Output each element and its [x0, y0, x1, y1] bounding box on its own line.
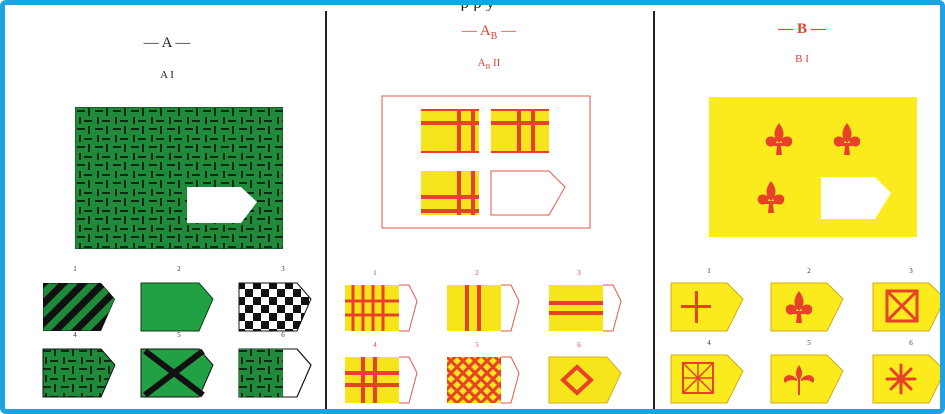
option-number: 5	[467, 341, 487, 349]
option-number: 4	[365, 341, 385, 349]
option-number: 2	[169, 265, 189, 273]
subtitle-text: II	[490, 57, 500, 69]
answer-option-asterisk[interactable]	[871, 353, 945, 405]
subtitle-text: A	[478, 57, 486, 69]
answer-option-diamond[interactable]	[547, 355, 623, 407]
option-number: 2	[467, 269, 487, 277]
answer-option-boxed-star[interactable]	[669, 353, 745, 405]
answer-option-fleur-de-lis[interactable]	[769, 281, 845, 333]
option-number: 3	[569, 269, 589, 277]
answer-option-horizontal-stripes[interactable]	[547, 283, 623, 335]
panel-a: — A — A I 1 2 3 4 5 6	[11, 11, 323, 413]
option-number: 4	[699, 339, 719, 347]
option-number: 5	[799, 339, 819, 347]
panel-ab: — AB — AB II 1 2 3 4 5 6	[331, 11, 647, 413]
panel-a-subtitle: A I	[11, 69, 323, 81]
panel-b-title: — B —	[659, 21, 945, 38]
answer-option-lily[interactable]	[769, 353, 845, 405]
answer-option-dash-pattern[interactable]	[41, 347, 117, 399]
panel-ab-title: — AB —	[331, 23, 647, 42]
option-number: 3	[901, 267, 921, 275]
panel-b-subtitle: B I	[659, 53, 945, 65]
panel-a-matrix	[75, 107, 283, 249]
option-number: 2	[799, 267, 819, 275]
option-number: 1	[365, 269, 385, 277]
answer-option-checkerboard[interactable]	[237, 281, 313, 333]
panel-divider	[325, 11, 327, 413]
answer-option-solid-green[interactable]	[139, 281, 215, 333]
answer-option-boxed-x[interactable]	[871, 281, 945, 333]
panel-ab-matrix	[381, 95, 591, 229]
panel-a-title: — A —	[11, 35, 323, 52]
answer-option-partial-pattern[interactable]	[237, 347, 313, 399]
answer-option-plus-sign[interactable]	[669, 281, 745, 333]
answer-option-diagonal-stripes[interactable]	[41, 281, 117, 333]
answer-option-lattice[interactable]	[445, 355, 521, 407]
option-number: 6	[901, 339, 921, 347]
answer-option-vertical-stripes[interactable]	[445, 283, 521, 335]
title-text: — A	[462, 23, 491, 39]
option-number: 3	[273, 265, 293, 273]
option-number: 1	[699, 267, 719, 275]
option-number: 1	[65, 265, 85, 273]
panel-ab-subtitle: AB II	[331, 57, 647, 71]
panel-divider	[653, 11, 655, 413]
answer-option-grid-lines[interactable]	[343, 283, 419, 335]
panel-b: — B — B I 1 2 3 4 5 6	[659, 11, 945, 413]
panel-b-matrix	[709, 97, 917, 237]
answer-option-green-x[interactable]	[139, 347, 215, 399]
answer-option-double-cross[interactable]	[343, 355, 419, 407]
option-number: 6	[569, 341, 589, 349]
title-text: —	[497, 23, 516, 39]
